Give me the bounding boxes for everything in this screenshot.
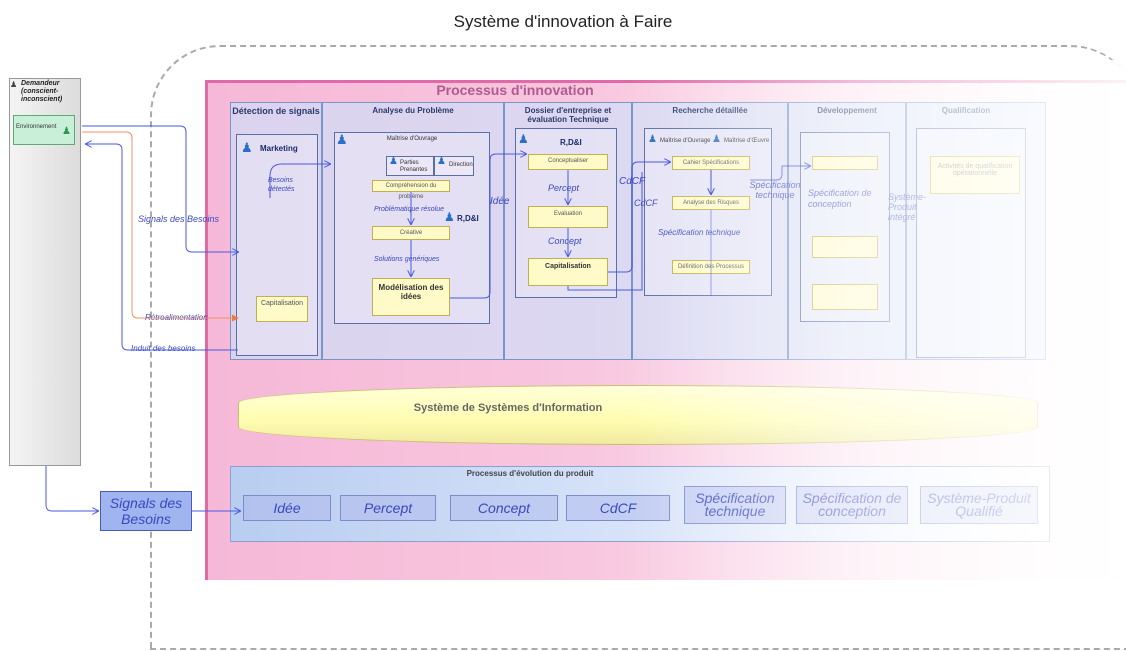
analyse-actor-box-1 — [386, 156, 434, 176]
analyse-inner-title: Maîtrise d'Ouvrage — [386, 136, 438, 142]
arrow-signals — [82, 125, 238, 252]
person-icon: ♟ — [62, 126, 71, 137]
label-problematique: Problématique résolue — [374, 206, 445, 213]
actor-marketing: Marketing — [260, 144, 298, 153]
arrow-demandeur-signals — [45, 466, 98, 511]
box-capitalisation: Capitalisation — [256, 296, 308, 322]
si-title: Système de Systèmes d'Information — [413, 402, 603, 414]
person-icon: ♟ — [10, 80, 18, 89]
evolution-step-idee: Idée — [243, 495, 331, 521]
arrow-retro — [82, 131, 239, 322]
box-evaluation: Evaluation — [528, 206, 608, 228]
actor-direction: Direction — [449, 162, 473, 168]
system-boundary — [150, 45, 1126, 650]
arrow-cdcf — [608, 162, 670, 273]
label-signals-besoins: Signals des Besoins — [138, 214, 220, 224]
lane-title-detection: Détection de signals — [232, 106, 320, 116]
box-creative: Créative — [372, 226, 450, 240]
label-idee: Idée — [490, 196, 510, 207]
actor-rdi-dossier: R,D&I — [560, 138, 582, 147]
label-solutions: Solutions génériques — [374, 256, 440, 263]
person-icon: ♟ — [241, 140, 253, 155]
analyse-actor-box-2 — [434, 156, 474, 176]
box-conceptualiser: Conceptualiser — [528, 154, 608, 170]
person-icon: ♟ — [444, 210, 455, 224]
label-besoins-detectes: Besoins détectés — [268, 177, 295, 193]
person-icon: ♟ — [336, 132, 348, 147]
lane-title-dossier: Dossier d'entreprise et évaluation Techn… — [524, 106, 612, 124]
process-title: Processus d'innovation — [436, 82, 594, 98]
label-induit-besoins: Induit des besoins — [131, 344, 196, 353]
diagram-title: Système d'innovation à Faire — [453, 12, 673, 31]
environnement-label: Environnement — [16, 124, 57, 130]
environnement-box — [13, 115, 75, 145]
lane-title-analyse: Analyse du Problème — [372, 106, 454, 115]
box-capitalisation-dossier: Capitalisation — [528, 258, 608, 286]
signals-box: Signals des Besoins — [100, 491, 192, 531]
actor-rdi-analyse: R,D&I — [457, 214, 479, 223]
person-icon: ♟ — [437, 156, 446, 167]
label-percept: Percept — [548, 183, 580, 193]
person-icon: ♟ — [518, 132, 529, 146]
actor-parties-prenantes: Parties Prenantes — [400, 160, 428, 173]
label-concept: Concept — [548, 236, 582, 246]
box-modelisation: Modélisation des idées — [372, 278, 450, 316]
arrow-induit — [86, 144, 238, 351]
arrow-besoins — [269, 164, 330, 198]
evolution-step-percept: Percept — [340, 495, 436, 521]
person-icon: ♟ — [389, 156, 398, 167]
arrow-idee — [450, 154, 526, 299]
product-evolution-title: Processus d'évolution du produit — [466, 469, 594, 478]
demandeur-title: Demandeur (conscient-inconscient) — [21, 80, 63, 103]
evolution-step-concept: Concept — [450, 495, 558, 521]
